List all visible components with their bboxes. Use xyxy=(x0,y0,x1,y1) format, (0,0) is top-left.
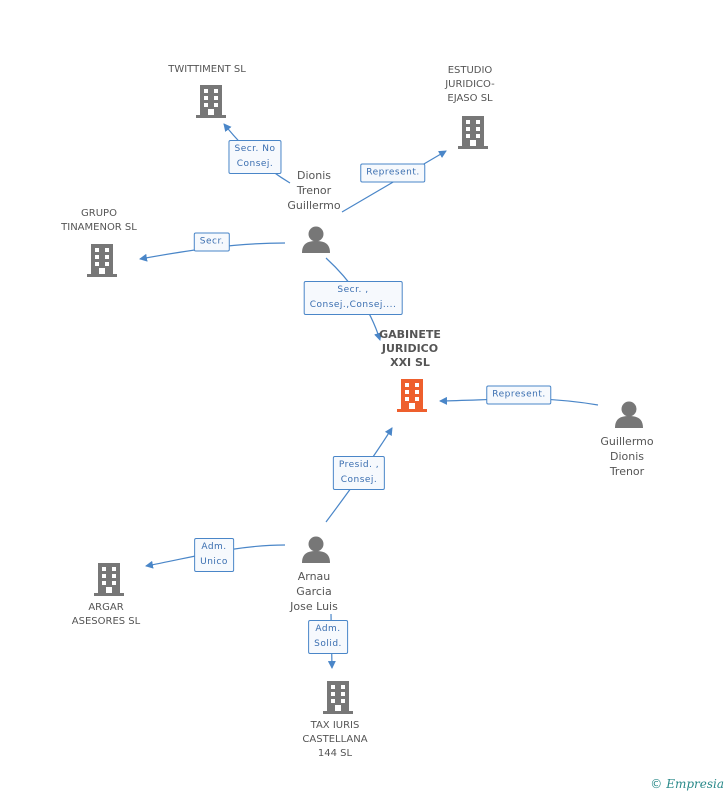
node-label-argar[interactable]: ARGAR ASESORES SL xyxy=(71,602,141,627)
building-icon xyxy=(196,85,226,118)
node-label-twittiment[interactable]: TWITTIMENT SL xyxy=(168,64,246,75)
node-label-estudio[interactable]: ESTUDIO JURIDICO- EJASO SL xyxy=(445,65,495,104)
edge-label-represent-2: Represent. xyxy=(486,385,552,405)
person-icon xyxy=(615,401,643,428)
node-label-grupo[interactable]: GRUPO TINAMENOR SL xyxy=(61,208,137,233)
node-label-guillermo[interactable]: Guillermo Dionis Trenor xyxy=(600,435,654,478)
person-icon xyxy=(302,226,330,253)
edge-label-secr-consej: Secr. , Consej.,Consej.... xyxy=(303,281,403,315)
node-label-dionis[interactable]: Dionis Trenor Guillermo xyxy=(287,169,341,212)
building-icon xyxy=(323,681,353,714)
edge-label-adm-unico: Adm. Unico xyxy=(194,538,234,572)
copyright-icon: © xyxy=(650,777,663,791)
node-label-taxiuris[interactable]: TAX IURIS CASTELLANA 144 SL xyxy=(302,720,368,759)
building-icon xyxy=(458,116,488,149)
edge-label-represent: Represent. xyxy=(360,163,426,183)
edge-label-secr-no-consej: Secr. No Consej. xyxy=(228,140,282,174)
building-icon xyxy=(397,379,427,412)
brand-logo: ©Empresia xyxy=(650,777,724,791)
edge-label-presid-consej: Presid. , Consej. xyxy=(332,456,386,490)
building-icon xyxy=(94,563,124,596)
edge-label-secr: Secr. xyxy=(193,232,231,252)
node-label-arnau[interactable]: Arnau Garcia Jose Luis xyxy=(290,570,338,613)
brand-name: Empresia xyxy=(666,777,724,791)
building-icon xyxy=(87,244,117,277)
person-icon xyxy=(302,536,330,563)
node-label-gabinete[interactable]: GABINETE JURIDICO XXI SL xyxy=(379,328,441,369)
edge-label-adm-solid: Adm. Solid. xyxy=(308,620,348,654)
